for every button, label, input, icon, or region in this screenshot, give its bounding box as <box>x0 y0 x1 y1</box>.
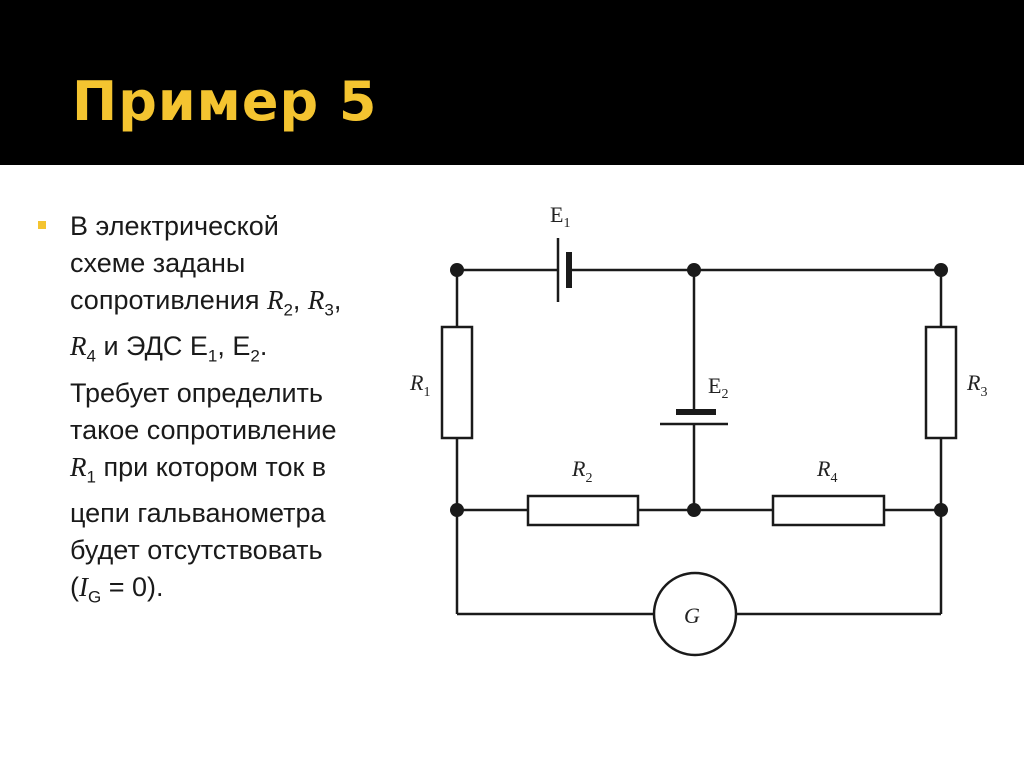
var-r: R <box>307 285 325 315</box>
resistor-r3-icon <box>924 325 958 440</box>
label-r2: R2 <box>571 456 592 486</box>
resistor-r4-icon <box>771 494 886 527</box>
label-r3: R3 <box>966 370 987 400</box>
battery-e2-icon <box>660 409 728 426</box>
var-r: R <box>266 285 284 315</box>
resistor-r2-icon <box>526 494 640 527</box>
var-r: R <box>70 451 87 482</box>
subscript: 4 <box>86 346 96 366</box>
text-span: , Е <box>217 331 251 362</box>
text-line: такое сопротивление <box>70 412 390 449</box>
label-g: G <box>684 603 700 628</box>
subscript: 1 <box>207 346 218 366</box>
slide-body <box>0 165 1024 767</box>
label-e2: E2 <box>708 373 728 402</box>
subscript: G <box>88 587 102 607</box>
text-span: Требует определить <box>70 377 323 408</box>
text-span: сопротивления <box>70 285 267 315</box>
text-span: схеме заданы <box>70 248 246 278</box>
label-r4: R4 <box>816 456 837 486</box>
text-span: = 0). <box>101 572 164 603</box>
text-line: цепи гальванометра <box>70 495 390 532</box>
text-line: будет отсутствовать <box>70 532 390 569</box>
var-i: I <box>79 572 88 603</box>
subscript: 2 <box>250 346 260 366</box>
subscript: 2 <box>283 300 293 320</box>
text-span: при котором ток в <box>95 451 327 482</box>
text-span: , <box>292 285 308 315</box>
text-line: В электрической <box>70 208 390 245</box>
resistor-r1-icon <box>440 325 474 440</box>
text-span: . <box>259 331 268 362</box>
problem-text: В электрической схеме заданы сопротивлен… <box>70 208 390 616</box>
subscript: 3 <box>324 300 334 320</box>
text-line: R4 и ЭДС Е1, Е2. <box>70 328 390 374</box>
battery-e1-icon <box>556 238 572 302</box>
text-span: В электрической <box>70 211 279 241</box>
text-span: цепи гальванометра <box>70 498 326 529</box>
label-r1: R1 <box>409 370 430 400</box>
junction-dots <box>450 263 948 517</box>
header-divider <box>0 160 1024 165</box>
wires <box>455 268 943 616</box>
text-line: R1 при котором ток в <box>70 449 390 495</box>
galvanometer-icon <box>652 571 738 657</box>
text-span: и ЭДС Е <box>95 331 208 362</box>
text-span: такое сопротивление <box>70 414 337 445</box>
text-line: схеме заданы <box>70 245 390 282</box>
subscript: 1 <box>86 467 96 487</box>
text-line: Требует определить <box>70 375 390 412</box>
text-span: ( <box>70 572 79 603</box>
slide-header: Пример 5 <box>0 0 1024 160</box>
label-e1: E1 <box>550 202 570 231</box>
var-r: R <box>70 331 87 362</box>
text-line: (IG = 0). <box>70 569 390 615</box>
slide-title: Пример 5 <box>72 70 378 133</box>
text-span: , <box>333 285 342 315</box>
text-line: сопротивления R2, R3, <box>70 282 390 328</box>
text-span: будет отсутствовать <box>70 535 323 566</box>
bullet-icon <box>38 221 46 229</box>
